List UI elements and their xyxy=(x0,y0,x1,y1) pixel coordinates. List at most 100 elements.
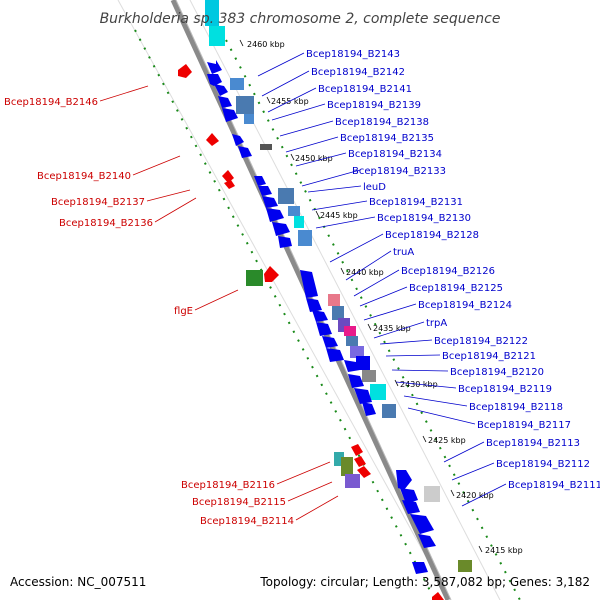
gene-B2130[interactable] xyxy=(294,216,304,228)
gene-B2131[interactable] xyxy=(288,206,300,216)
gene-label-left[interactable]: Bcep18194_B2146 xyxy=(4,97,98,108)
gene-B2115[interactable] xyxy=(357,466,371,478)
gene-B2119-b[interactable] xyxy=(348,374,364,388)
gene-B2140[interactable] xyxy=(206,133,219,146)
gene-B2142-a[interactable] xyxy=(214,84,228,96)
gene-leuD[interactable] xyxy=(278,188,294,204)
gene-B2141-a[interactable] xyxy=(218,96,232,108)
gene-B2136[interactable] xyxy=(224,180,235,189)
gene-B2131-a[interactable] xyxy=(262,196,278,208)
gene-label-right[interactable]: Bcep18194_B2130 xyxy=(377,213,471,224)
gene-B2143-b[interactable] xyxy=(207,74,222,86)
gene-B2128-b[interactable] xyxy=(278,236,292,248)
gene-label-right[interactable]: Bcep18194_B2133 xyxy=(352,166,446,177)
gene-B2137[interactable] xyxy=(222,170,234,183)
gene-bottom-red[interactable] xyxy=(432,592,444,600)
gene-B2111-b[interactable] xyxy=(418,534,436,548)
gene-label-right[interactable]: Bcep18194_B2111 xyxy=(508,480,600,491)
gene-trpA[interactable] xyxy=(344,326,356,336)
gene-label-right[interactable]: Bcep18194_B2125 xyxy=(409,283,503,294)
gene-B2120-b[interactable] xyxy=(344,360,360,372)
gene-B2111[interactable] xyxy=(410,514,434,534)
gene-label-left[interactable]: Bcep18194_B2115 xyxy=(192,497,286,508)
gene-B2114[interactable] xyxy=(345,474,360,488)
gene-label-right[interactable]: Bcep18194_B2120 xyxy=(450,367,544,378)
gene-B2141[interactable] xyxy=(236,96,254,114)
gene-label-left[interactable]: Bcep18194_B2140 xyxy=(37,171,131,182)
gene-B2121-b[interactable] xyxy=(326,348,344,362)
gene-B2118[interactable] xyxy=(370,384,386,400)
gene-label-right[interactable]: leuD xyxy=(363,182,386,193)
gene-label-right[interactable]: Bcep18194_B2143 xyxy=(306,49,400,60)
gene-B2113[interactable] xyxy=(396,470,412,490)
gene-label-right[interactable]: Bcep18194_B2119 xyxy=(458,384,552,395)
gene-B2122-b[interactable] xyxy=(322,336,338,348)
gene-label-right[interactable]: Bcep18194_B2122 xyxy=(434,336,528,347)
gene-B2122[interactable] xyxy=(346,336,358,346)
gene-B2116-cyan[interactable] xyxy=(334,452,344,466)
gene-B2112-a[interactable] xyxy=(400,488,418,504)
gene-label-right[interactable]: Bcep18194_B2141 xyxy=(318,84,412,95)
kbp-label: 2415 kbp xyxy=(485,546,523,555)
gene-bottom-olive[interactable] xyxy=(458,560,472,572)
gene-B2121[interactable] xyxy=(350,346,364,358)
gene-label-right[interactable]: Bcep18194_B2117 xyxy=(477,420,571,431)
gene-B2133[interactable] xyxy=(254,176,266,186)
gene-B2117[interactable] xyxy=(382,404,396,418)
gene-B2118-b[interactable] xyxy=(354,388,372,404)
gene-label-right[interactable]: Bcep18194_B2126 xyxy=(401,266,495,277)
gene-B2112[interactable] xyxy=(424,486,440,502)
gene-B2128-a[interactable] xyxy=(272,222,290,236)
gene-B2142[interactable] xyxy=(230,78,244,90)
gene-B2125-a[interactable] xyxy=(306,298,322,312)
gene-label-left[interactable]: Bcep18194_B2116 xyxy=(181,480,275,491)
gene-label-left[interactable]: flgE xyxy=(174,306,193,317)
gene-label-right[interactable]: truA xyxy=(393,247,414,258)
gene-label-right[interactable]: Bcep18194_B2131 xyxy=(369,197,463,208)
gene-B2134[interactable] xyxy=(260,144,272,150)
gene-label-right[interactable]: trpA xyxy=(426,318,447,329)
gene-label-left[interactable]: Bcep18194_B2114 xyxy=(200,516,294,527)
gene-B2111-a[interactable] xyxy=(402,500,420,514)
gene-top-cyan-2[interactable] xyxy=(205,0,219,26)
gene-B2138[interactable] xyxy=(244,114,254,124)
gene-B2139[interactable] xyxy=(222,108,238,122)
gene-label-right[interactable]: Bcep18194_B2138 xyxy=(335,117,429,128)
gene-B2128[interactable] xyxy=(298,230,312,246)
gene-B2120[interactable] xyxy=(356,356,370,370)
gene-label-left[interactable]: Bcep18194_B2137 xyxy=(51,197,145,208)
gene-flgE[interactable] xyxy=(246,270,263,286)
gene-label-right[interactable]: Bcep18194_B2139 xyxy=(327,100,421,111)
gene-bottom-blue[interactable] xyxy=(412,562,428,574)
gene-label-right[interactable]: Bcep18194_B2142 xyxy=(311,67,405,78)
gene-trpA-b[interactable] xyxy=(316,322,332,336)
gene-leuD-a[interactable] xyxy=(258,186,272,196)
gene-B2116-a[interactable] xyxy=(351,444,363,456)
gene-label-right[interactable]: Bcep18194_B2134 xyxy=(348,149,442,160)
gene-B2126[interactable] xyxy=(328,294,340,306)
gene-label-right[interactable]: Bcep18194_B2121 xyxy=(442,351,536,362)
gene-label-right[interactable]: Bcep18194_B2113 xyxy=(486,438,580,449)
gene-truA[interactable] xyxy=(300,270,318,298)
gene-B2146[interactable] xyxy=(178,64,192,78)
kbp-label: 2420 kbp xyxy=(456,491,494,500)
gene-top-cyan[interactable] xyxy=(209,26,225,46)
gene-label-left[interactable]: Bcep18194_B2136 xyxy=(59,218,153,229)
gene-label-right[interactable]: Bcep18194_B2118 xyxy=(469,402,563,413)
gene-B2134-a[interactable] xyxy=(238,146,252,158)
gene-B2116[interactable] xyxy=(341,457,353,476)
gene-B2124-a[interactable] xyxy=(312,310,328,322)
gene-B2135[interactable] xyxy=(232,134,244,146)
gene-flgE-neighbor[interactable] xyxy=(264,266,279,282)
gene-B2143[interactable] xyxy=(207,60,222,74)
gene-B2116-b[interactable] xyxy=(354,456,366,467)
gene-B2117-a[interactable] xyxy=(362,402,376,416)
gene-B2119[interactable] xyxy=(362,370,376,382)
gene-label-right[interactable]: Bcep18194_B2135 xyxy=(340,133,434,144)
gene-label-right[interactable]: Bcep18194_B2128 xyxy=(385,230,479,241)
gene-B2125[interactable] xyxy=(332,306,344,320)
gene-B2130-a[interactable] xyxy=(266,208,284,222)
gene-label-right[interactable]: Bcep18194_B2124 xyxy=(418,300,512,311)
gene-label-right[interactable]: Bcep18194_B2112 xyxy=(496,459,590,470)
